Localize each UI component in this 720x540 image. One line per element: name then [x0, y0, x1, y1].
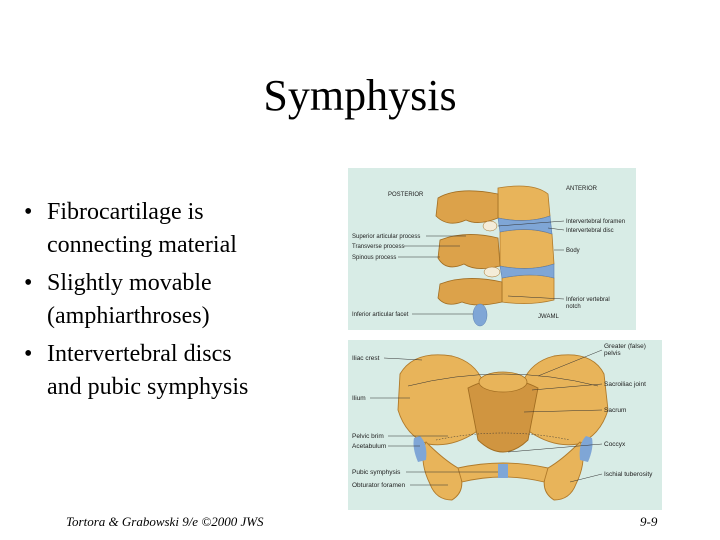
bullet-item: • Intervertebral discs and pubic symphys… [22, 338, 322, 404]
label-acetabulum: Acetabulum [352, 443, 386, 450]
label-iliac-crest: Iliac crest [352, 355, 380, 362]
ischium-right [543, 441, 584, 501]
label-ischial: Ischial tuberosity [604, 471, 653, 478]
vertebral-body [501, 274, 555, 304]
vertebral-column-figure: POSTERIOR ANTERIOR Superior articular pr… [348, 168, 636, 330]
vertebral-arch [437, 234, 501, 269]
label-body: Body [566, 248, 580, 254]
label-inferior-facet: Inferior articular facet [352, 312, 409, 318]
vertebral-arch [437, 278, 503, 306]
ilium-left [397, 354, 485, 446]
sacrum-top [478, 371, 528, 393]
label-pubic-symphysis: Pubic symphysis [352, 469, 401, 476]
ischium-left [422, 441, 463, 501]
bullet-item: • Slightly movable (amphiarthroses) [22, 267, 322, 333]
label-foramen: Intervertebral foramen [566, 219, 625, 225]
label-notch-line1: Inferior vertebral [566, 297, 610, 303]
intervertebral-disc [499, 263, 555, 279]
vertebral-body [497, 185, 551, 221]
page-number: 9-9 [640, 514, 658, 529]
label-pelvic-brim: Pelvic brim [352, 433, 384, 440]
intervertebral-foramen [483, 266, 501, 278]
bullet-item: • Fibrocartilage is connecting material [22, 196, 322, 262]
vertebral-body [499, 229, 555, 269]
acetabulum-cartilage [413, 436, 427, 462]
slide-title: Symphysis [263, 71, 457, 120]
pubic-symphysis-disc [498, 464, 508, 478]
anterior-heading: ANTERIOR [566, 186, 598, 192]
label-greater-pelvis-line1: Greater (false) [604, 343, 646, 350]
label-superior-articular: Superior articular process [352, 234, 420, 240]
bullet-text-line: and pubic symphysis [47, 374, 249, 400]
pelvis-figure: Iliac crest Ilium Pelvic brim Acetabulum… [348, 340, 662, 510]
bullet-text-line: Slightly movable [47, 270, 212, 296]
artist-signature: JWAML [538, 314, 559, 320]
label-sacrum: Sacrum [604, 407, 626, 414]
intervertebral-foramen [482, 220, 498, 232]
label-notch-line2: notch [566, 304, 581, 310]
articular-facet [472, 303, 488, 327]
acetabulum-cartilage-right [579, 436, 593, 462]
footer-citation: Tortora & Grabowski 9/e ©2000 JWS [66, 514, 264, 529]
bullet-text-line: connecting material [47, 232, 237, 258]
vertebral-arch [435, 190, 499, 224]
label-disc: Intervertebral disc [566, 228, 614, 234]
vertebrae-illustration: POSTERIOR ANTERIOR Superior articular pr… [352, 185, 625, 327]
label-sacroiliac: Sacroiliac joint [604, 381, 646, 388]
label-greater-pelvis-line2: pelvis [604, 350, 621, 357]
bullet-dot-icon: • [24, 341, 33, 367]
label-ilium: Ilium [352, 395, 366, 402]
bullet-text-line: (amphiarthroses) [47, 303, 210, 329]
posterior-heading: POSTERIOR [388, 192, 424, 198]
bullet-dot-icon: • [24, 270, 33, 296]
label-transverse: Transverse process [352, 244, 404, 250]
pelvis-illustration: Iliac crest Ilium Pelvic brim Acetabulum… [352, 343, 653, 501]
label-spinous: Spinous process [352, 255, 396, 261]
bullet-list: • Fibrocartilage is connecting material … [22, 196, 322, 409]
bullet-dot-icon: • [24, 199, 33, 225]
bullet-text-line: Intervertebral discs [47, 341, 232, 367]
intervertebral-disc [497, 215, 553, 235]
bullet-text-line: Fibrocartilage is [47, 199, 204, 225]
ilium-right [521, 354, 609, 446]
label-coccyx: Coccyx [604, 441, 626, 448]
label-obturator: Obturator foramen [352, 482, 405, 489]
